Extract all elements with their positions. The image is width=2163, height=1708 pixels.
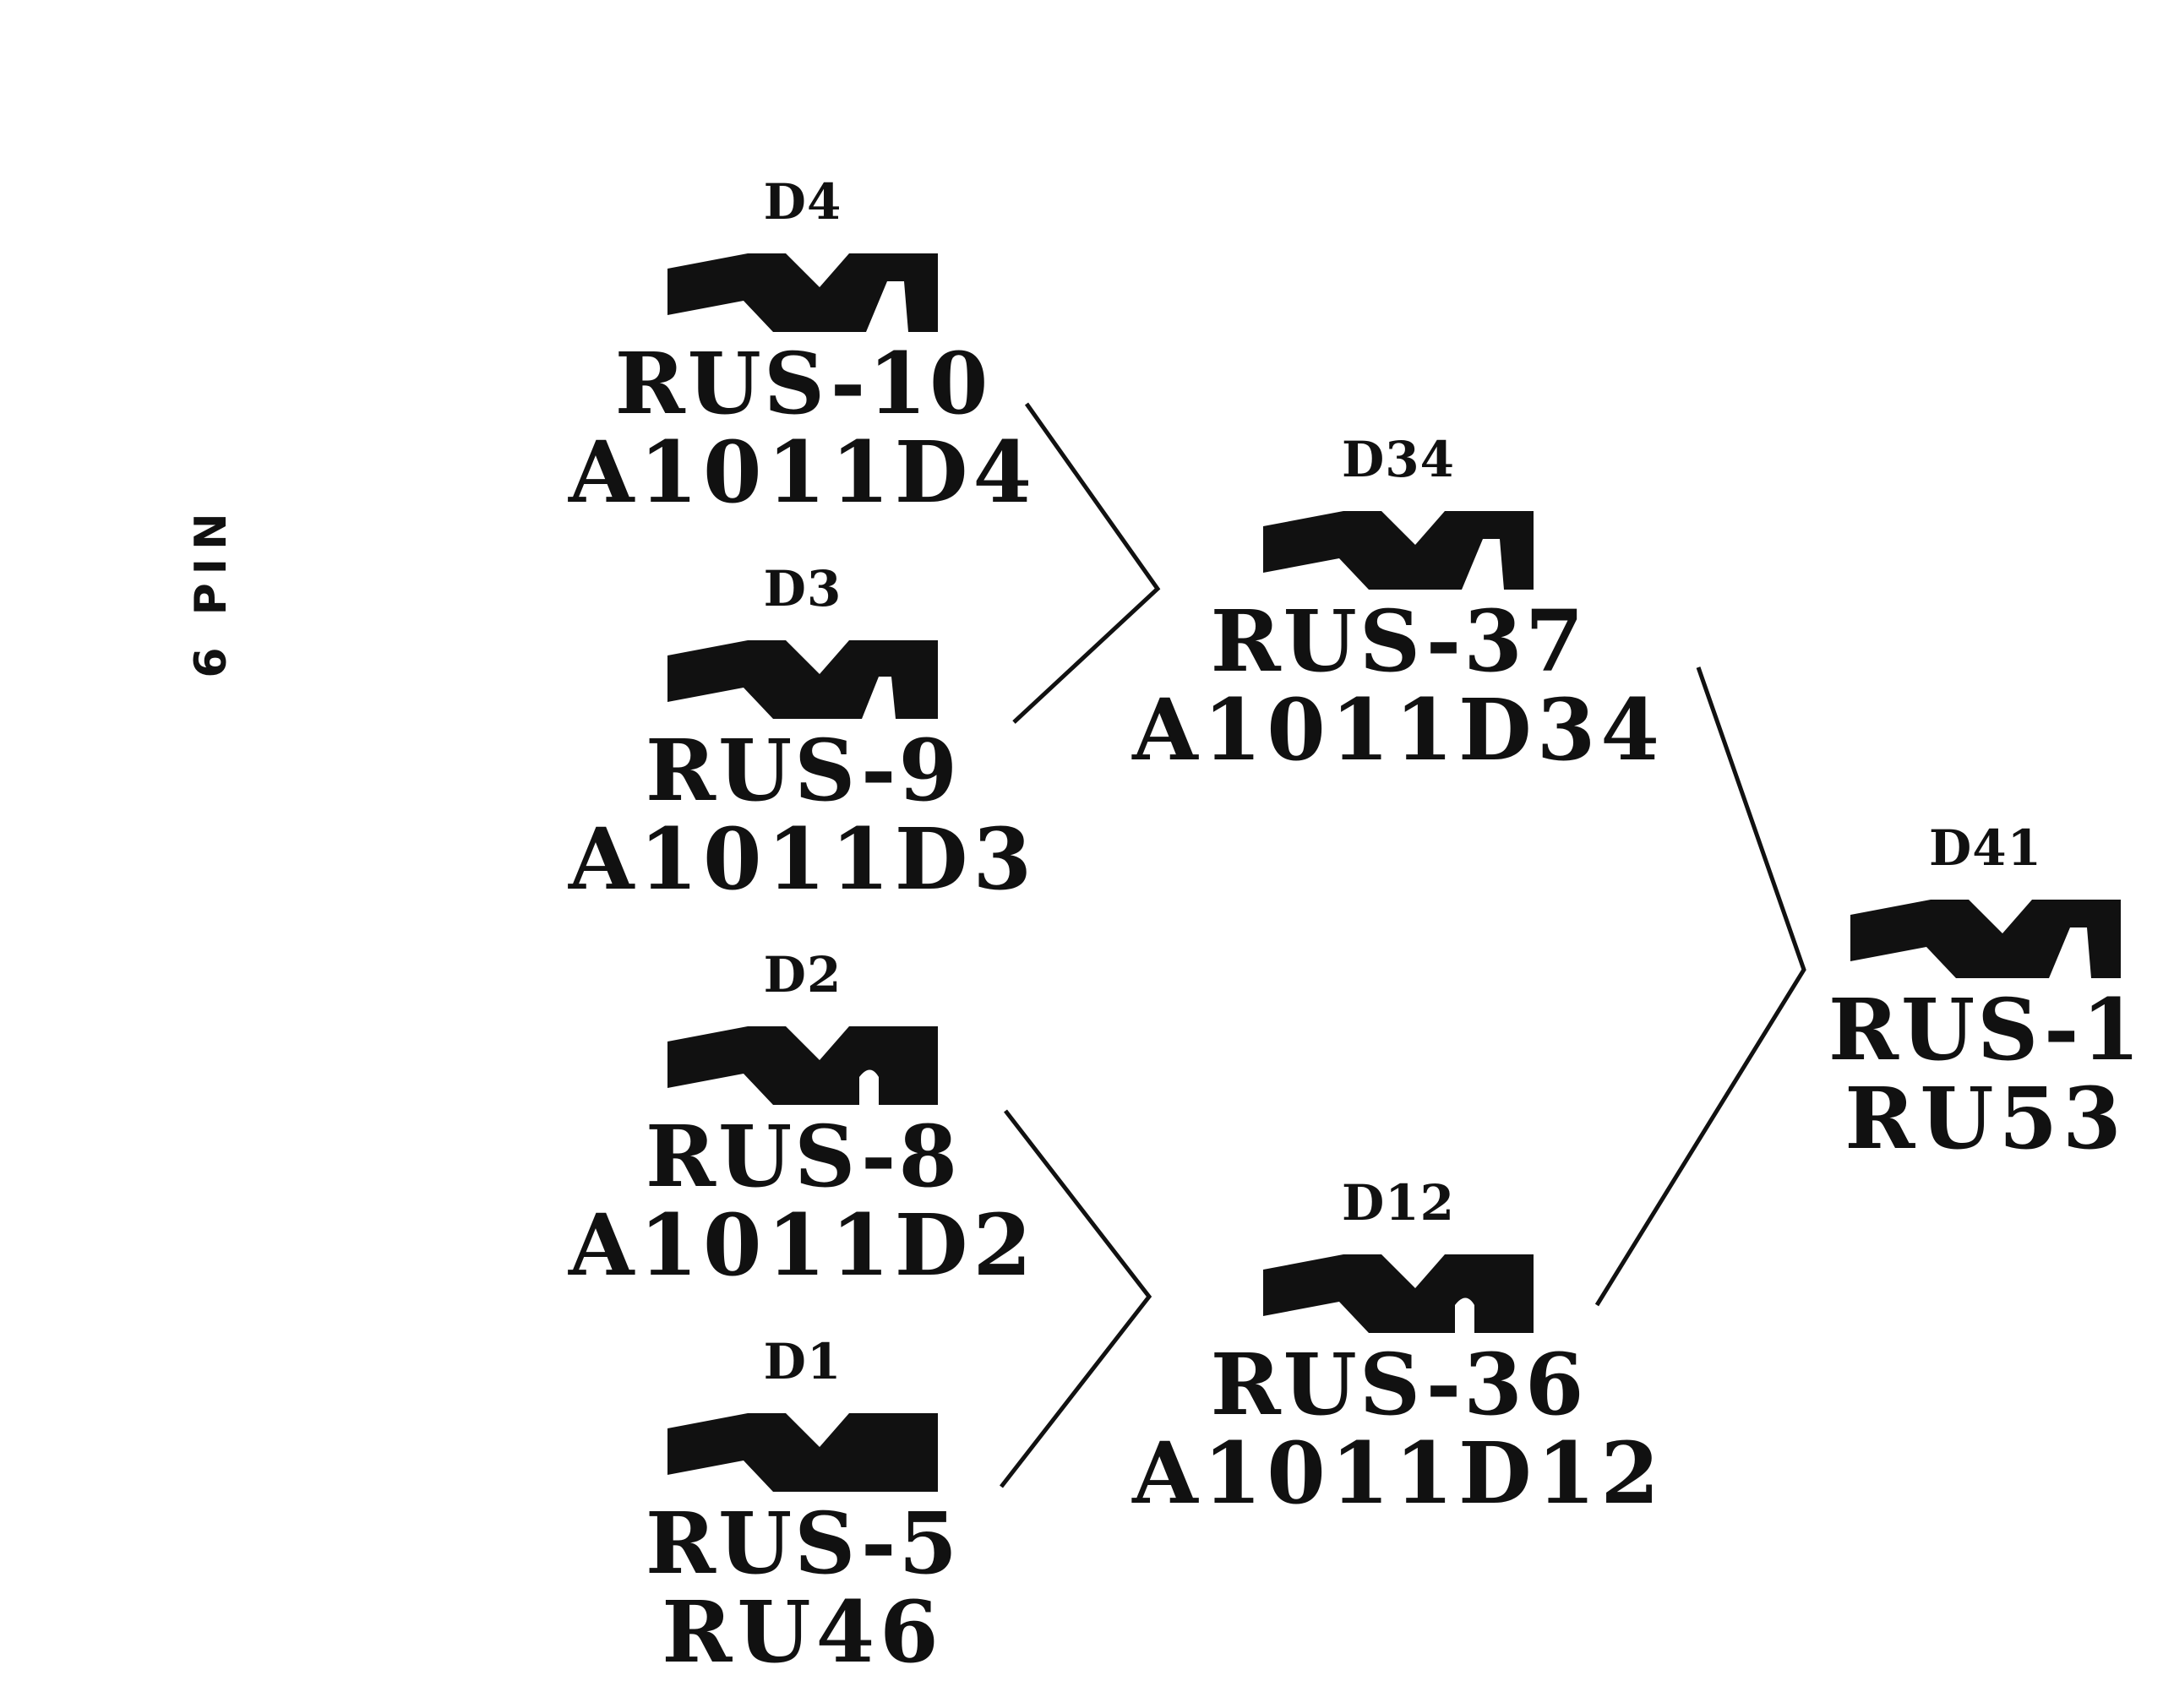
connector-d4-d3-to-d34: [1012, 402, 1161, 724]
rus-number: RUS-37: [1210, 591, 1587, 691]
key-code: D1: [763, 1333, 842, 1390]
connector-d34-d12-to-d41: [1594, 666, 1806, 1307]
connector-d2-d1-to-d12: [1000, 1109, 1152, 1488]
key-profile-icon: [667, 1413, 938, 1492]
key-profile-icon: [1263, 511, 1534, 590]
key-code: D34: [1341, 431, 1455, 488]
rus-number: RUS-5: [645, 1493, 961, 1593]
key-node-d2: D2 RUS-8 A1011D2: [569, 946, 1032, 1290]
key-code: D12: [1341, 1174, 1455, 1232]
rus-number: RUS-1: [1828, 980, 2144, 1080]
key-node-d1: D1 RUS-5 RU46: [583, 1337, 1022, 1677]
part-number: A1011D2: [568, 1195, 1038, 1295]
key-profile-icon: [1850, 900, 2121, 978]
key-profile-icon: [667, 253, 938, 332]
key-profile-icon: [667, 640, 938, 719]
part-number: A1011D4: [568, 422, 1038, 522]
key-code: D2: [763, 946, 842, 1004]
part-number: RU53: [1844, 1069, 2127, 1168]
part-number: RU46: [662, 1582, 944, 1682]
key-code: D4: [763, 173, 842, 231]
key-profile-icon: [667, 1026, 938, 1105]
rus-number: RUS-36: [1210, 1335, 1587, 1434]
part-number: A1011D34: [1132, 680, 1664, 780]
key-node-d3: D3 RUS-9 A1011D3: [569, 560, 1032, 904]
part-number: A1011D12: [1132, 1423, 1664, 1523]
key-node-d12: D12 RUS-36 A1011D12: [1132, 1174, 1659, 1518]
rus-number: RUS-9: [645, 721, 961, 820]
key-profile-icon: [1263, 1254, 1534, 1333]
key-code: D3: [763, 560, 842, 617]
part-number: A1011D3: [568, 809, 1038, 909]
key-node-d34: D34 RUS-37 A1011D34: [1132, 431, 1659, 775]
rus-number: RUS-10: [614, 334, 991, 433]
key-code: D41: [1928, 819, 2042, 877]
key-node-d41: D41 RUS-1 RU53: [1817, 824, 2155, 1163]
rus-number: RUS-8: [645, 1107, 961, 1206]
key-node-d4: D4 RUS-10 A1011D4: [569, 173, 1032, 517]
